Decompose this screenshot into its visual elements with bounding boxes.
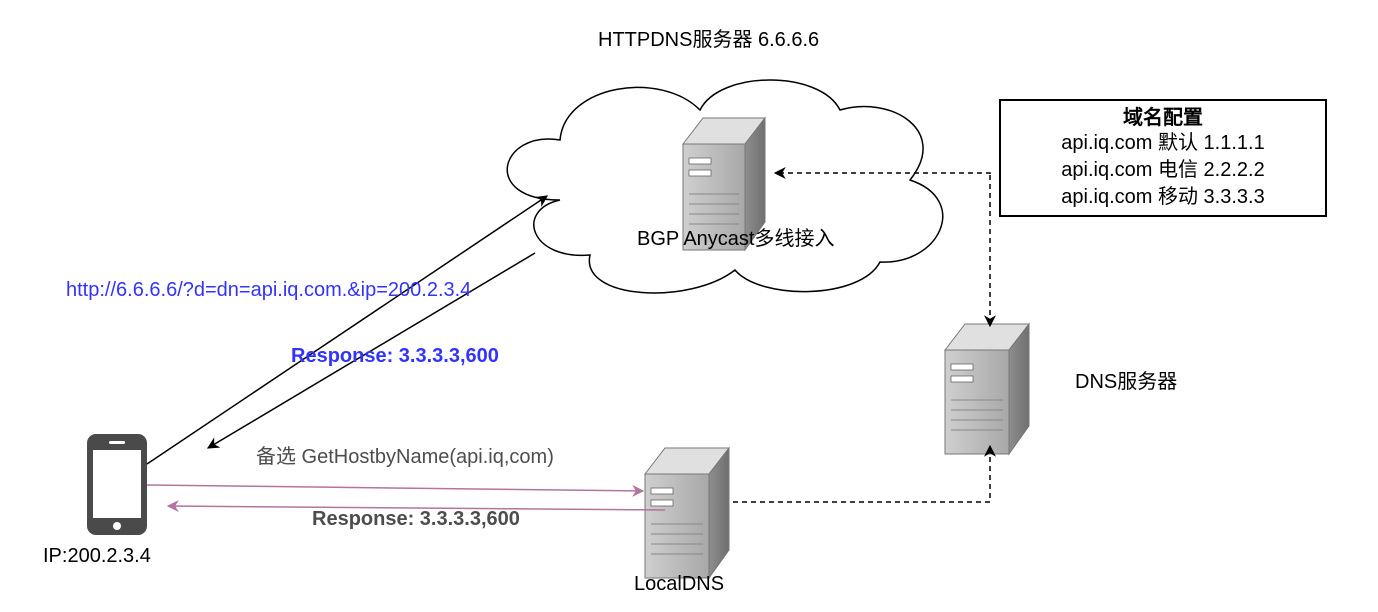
localdns-label: LocalDNS: [634, 573, 725, 595]
fallback-label: 备选 GetHostbyName(api.iq,com): [256, 446, 554, 468]
config-to-httpdns-connector: [773, 167, 991, 179]
request-arrow: [146, 195, 548, 465]
client-ip-label: IP:200.2.3.4: [43, 545, 151, 567]
dns-server-label: DNS服务器: [1075, 371, 1178, 393]
dns-server-icon: [943, 322, 1031, 456]
fallback-request-arrow: [146, 484, 645, 497]
domain-config-box: 域名配置 api.iq.com 默认 1.1.1.1 api.iq.com 电信…: [999, 99, 1327, 217]
fallback-response-arrow: [166, 500, 666, 513]
http-response-label: Response: 3.3.3.3,600: [291, 345, 499, 367]
httpdns-server-icon: [681, 116, 767, 252]
bgp-label: BGP Anycast多线接入: [637, 228, 835, 250]
config-title: 域名配置: [1123, 107, 1203, 129]
request-url-label: http://6.6.6.6/?d=dn=api.iq.com.&ip=200.…: [66, 279, 472, 301]
config-row-mobile: api.iq.com 移动 3.3.3.3: [1061, 186, 1265, 208]
config-row-default: api.iq.com 默认 1.1.1.1: [1061, 132, 1265, 154]
localdns-to-dns-connector: [733, 444, 996, 503]
localdns-server-icon: [643, 446, 731, 580]
response-arrow: [206, 252, 536, 449]
local-response-label: Response: 3.3.3.3,600: [312, 508, 520, 530]
config-row-telecom: api.iq.com 电信 2.2.2.2: [1061, 159, 1265, 181]
httpdns-title: HTTPDNS服务器 6.6.6.6: [598, 29, 820, 51]
mobile-phone-icon: [87, 434, 147, 535]
